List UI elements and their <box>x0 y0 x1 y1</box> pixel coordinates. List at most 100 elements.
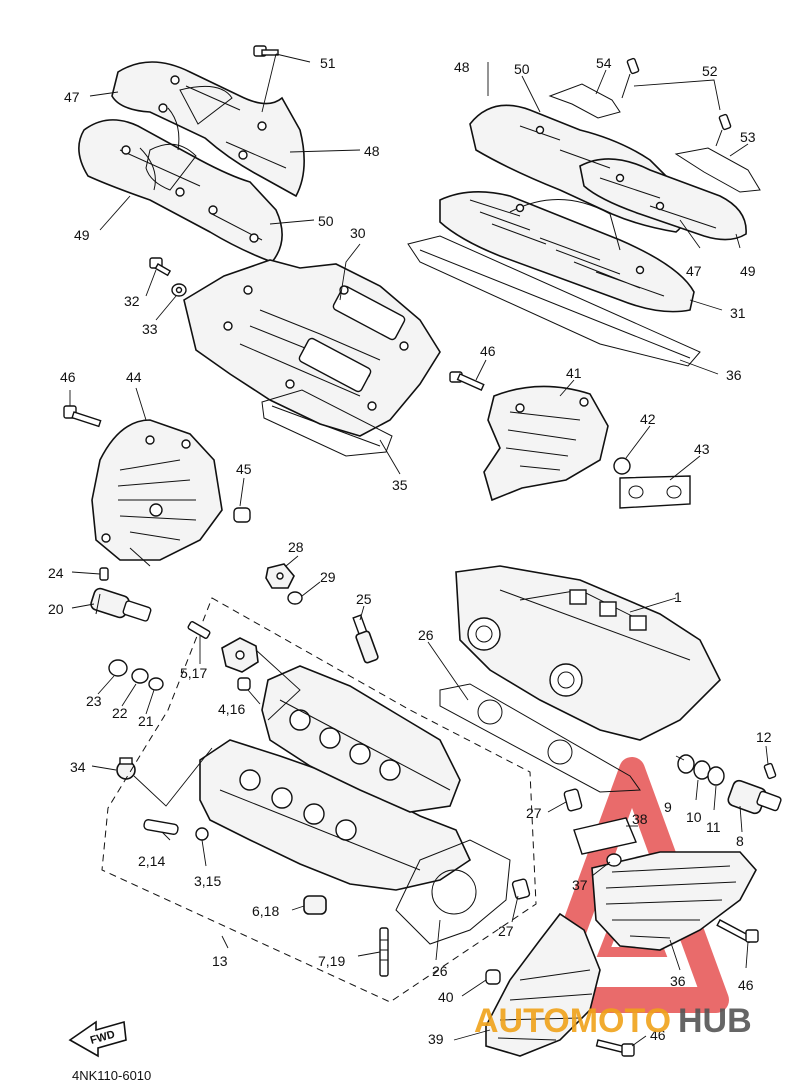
label-45: 45 <box>236 461 252 477</box>
label-34: 34 <box>70 759 86 775</box>
label-29: 29 <box>320 569 336 585</box>
rear-head-cover-group <box>469 57 761 241</box>
label-32: 32 <box>124 293 140 309</box>
gasket-26-upper <box>439 683 641 793</box>
label-42: 42 <box>640 411 656 427</box>
gasket-43 <box>619 475 691 509</box>
label-30: 30 <box>350 225 366 241</box>
fwd-arrow: FWD <box>68 1020 127 1058</box>
label-46-left: 46 <box>60 369 76 385</box>
dowel-4-16 <box>237 677 251 691</box>
label-26-lower: 26 <box>432 963 448 979</box>
gasket-36-upper <box>407 235 701 367</box>
label-1: 1 <box>674 589 682 605</box>
label-48-right: 48 <box>454 59 470 75</box>
label-46-mid: 46 <box>480 343 496 359</box>
cylinder-head-13 <box>199 665 472 891</box>
cylinder-head-1 <box>455 565 721 741</box>
spark-plug-25 <box>352 614 379 664</box>
watermark-text: AUTOMOTO HUB <box>474 1002 752 1040</box>
gasket-26-lower <box>395 839 511 945</box>
label-44: 44 <box>126 369 142 385</box>
label-24: 24 <box>48 565 64 581</box>
plug-6-18 <box>303 895 327 915</box>
label-54: 54 <box>596 55 612 71</box>
label-25: 25 <box>356 591 372 607</box>
cover-39 <box>485 912 601 1057</box>
leader-lines <box>69 53 769 1047</box>
label-47-right: 47 <box>686 263 702 279</box>
dowel-27-upper <box>563 788 583 812</box>
label-3-15: 3,15 <box>194 873 221 889</box>
label-5-17: 5,17 <box>180 665 207 681</box>
watermark-text-part2: HUB <box>678 1002 752 1040</box>
cover-41 <box>483 385 609 502</box>
label-50-left: 50 <box>318 213 334 229</box>
label-35: 35 <box>392 477 408 493</box>
label-2-14: 2,14 <box>138 853 165 869</box>
part-number-labels: 51 47 48 49 50 30 32 33 35 48 50 54 52 5… <box>48 55 772 1047</box>
gasket-35 <box>261 389 393 457</box>
label-10: 10 <box>686 809 702 825</box>
washer-33 <box>171 283 187 297</box>
label-52: 52 <box>702 63 718 79</box>
label-20: 20 <box>48 601 64 617</box>
tensioner-20 <box>90 587 152 622</box>
label-40: 40 <box>438 989 454 1005</box>
label-46-bottom: 46 <box>650 1027 666 1043</box>
watermark-text-part1: AUTOMOTO <box>474 1002 671 1040</box>
bolt-46-upper <box>449 371 485 391</box>
label-28: 28 <box>288 539 304 555</box>
label-9: 9 <box>664 799 672 815</box>
label-46-right: 46 <box>738 977 754 993</box>
o-rings-21-23 <box>108 659 164 691</box>
label-22: 22 <box>112 705 128 721</box>
stud-7-19 <box>379 927 389 977</box>
label-21: 21 <box>138 713 154 729</box>
label-53: 53 <box>740 129 756 145</box>
cover-gasket-48 <box>179 85 233 125</box>
label-23: 23 <box>86 693 102 709</box>
label-13: 13 <box>212 953 228 969</box>
label-47-left: 47 <box>64 89 80 105</box>
bolt-46-right <box>716 919 759 944</box>
gasket-38 <box>573 817 637 855</box>
tensioner-8 <box>727 779 782 815</box>
cover-gasket-50 <box>145 143 197 191</box>
head-cover-47 <box>111 61 305 198</box>
label-33: 33 <box>142 321 158 337</box>
label-31: 31 <box>730 305 746 321</box>
stud-2-14 <box>143 819 179 835</box>
label-11: 11 <box>706 819 721 835</box>
bolt-32 <box>149 257 172 277</box>
valve-cover-30 <box>183 259 441 437</box>
bolt-51 <box>253 45 279 57</box>
label-27-upper: 27 <box>526 805 542 821</box>
bracket-53 <box>674 147 761 193</box>
label-43: 43 <box>694 441 710 457</box>
label-36-lower: 36 <box>670 973 686 989</box>
label-6-18: 6,18 <box>252 903 279 919</box>
cover-44 <box>91 419 223 567</box>
label-26-upper: 26 <box>418 627 434 643</box>
bracket-54 <box>548 83 621 119</box>
grommet-45 <box>233 507 251 523</box>
o-rings-9-11 <box>677 754 725 786</box>
nut-28 <box>265 563 295 589</box>
camshaft-sprocket-5-17 <box>187 621 259 673</box>
label-41: 41 <box>566 365 582 381</box>
dowel-27-lower <box>511 878 531 900</box>
bolt-46-left <box>63 405 102 428</box>
label-50-right: 50 <box>514 61 530 77</box>
bolt-46-bottom <box>595 1039 635 1057</box>
label-7-19: 7,19 <box>318 953 345 969</box>
label-48-left: 48 <box>364 143 380 159</box>
label-38: 38 <box>632 811 648 827</box>
grommet-37 <box>606 853 622 867</box>
label-39: 39 <box>428 1031 444 1047</box>
label-37: 37 <box>572 877 588 893</box>
label-51: 51 <box>320 55 336 71</box>
grommet-42 <box>613 457 631 475</box>
